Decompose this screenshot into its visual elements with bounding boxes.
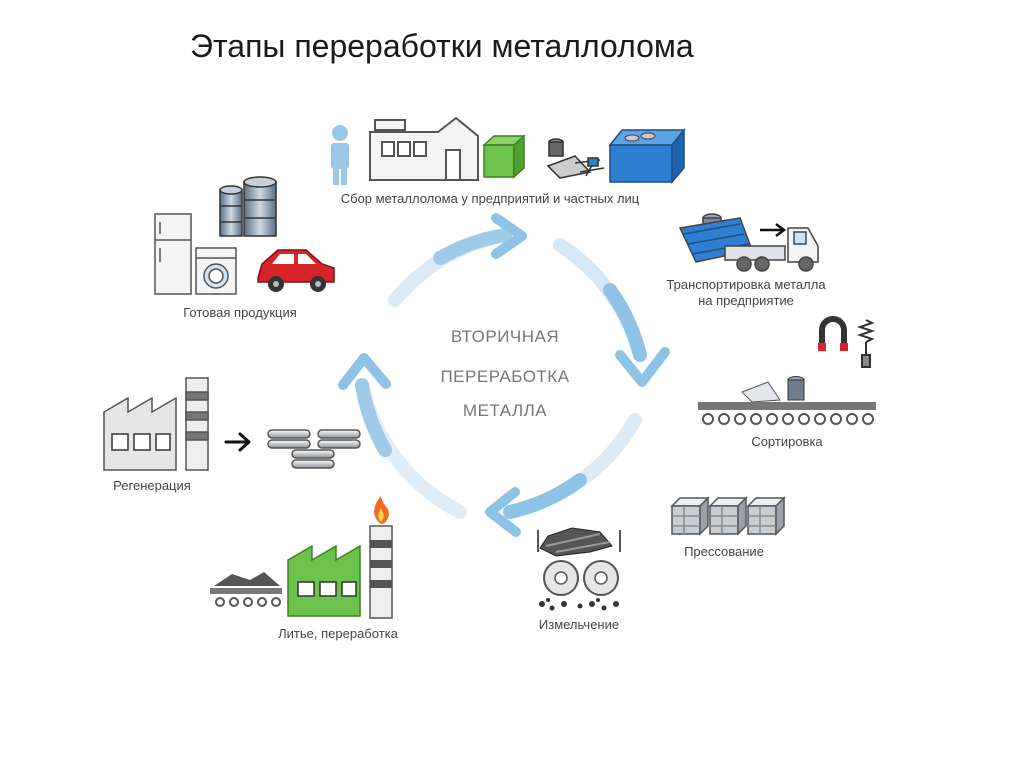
pressing-stage: Прессование (670, 496, 786, 559)
collection-label: Сбор металлолома у предприятий и частных… (341, 191, 640, 206)
products-stage: Готовая продукция (154, 176, 335, 320)
chimney-icon (369, 525, 393, 619)
factory-gray-icon (103, 377, 209, 471)
page-title: Этапы переработки металлолома (190, 28, 694, 64)
cycle-arrows (338, 213, 670, 537)
blue-container-icon (608, 127, 686, 185)
house-icon (369, 116, 479, 181)
dump-truck-icon (678, 213, 819, 272)
pressing-label: Прессование (684, 544, 764, 559)
center-line-1: ВТОРИЧНАЯ (451, 327, 559, 346)
center-line-2: ПЕРЕРАБОТКА (440, 367, 569, 386)
car-icon (257, 249, 335, 292)
shredding-stage: Измельчение (537, 527, 621, 632)
transport-label-line2: на предприятие (698, 293, 794, 308)
scrap-pile-icon (546, 138, 605, 179)
factory-green-icon (287, 544, 361, 617)
collection-stage: Сбор металлолома у предприятий и частных… (331, 116, 686, 206)
transport-stage: Транспортировка металла на предприятие (666, 213, 826, 308)
shredding-label: Измельчение (539, 617, 619, 632)
regeneration-stage: Регенерация (103, 377, 361, 493)
shredder-gears-icon (537, 527, 621, 611)
refrigerator-icon (154, 213, 192, 295)
sorting-stage: Сортировка (698, 316, 876, 449)
center-line-3: МЕТАЛЛА (463, 401, 547, 420)
person-icon (331, 125, 349, 185)
casting-stage: Литье, переработка (210, 496, 399, 641)
regeneration-label: Регенерация (113, 478, 191, 493)
conveyor-icon (698, 376, 876, 425)
products-label: Готовая продукция (183, 305, 297, 320)
pressed-cubes-icon (670, 496, 786, 536)
sorting-label: Сортировка (751, 434, 823, 449)
magnet-icon (818, 316, 848, 351)
conveyor-casting-icon (210, 572, 282, 607)
spring-tool-icon (856, 319, 876, 368)
flame-icon (374, 496, 389, 524)
transport-label-line1: Транспортировка металла (666, 277, 826, 292)
casting-label: Литье, переработка (278, 626, 398, 641)
barrels-icon (219, 176, 277, 237)
metal-ingots-icon (267, 429, 361, 469)
green-bin-icon (482, 134, 526, 179)
washing-machine-icon (195, 247, 237, 295)
arrow-right-icon (224, 432, 251, 452)
